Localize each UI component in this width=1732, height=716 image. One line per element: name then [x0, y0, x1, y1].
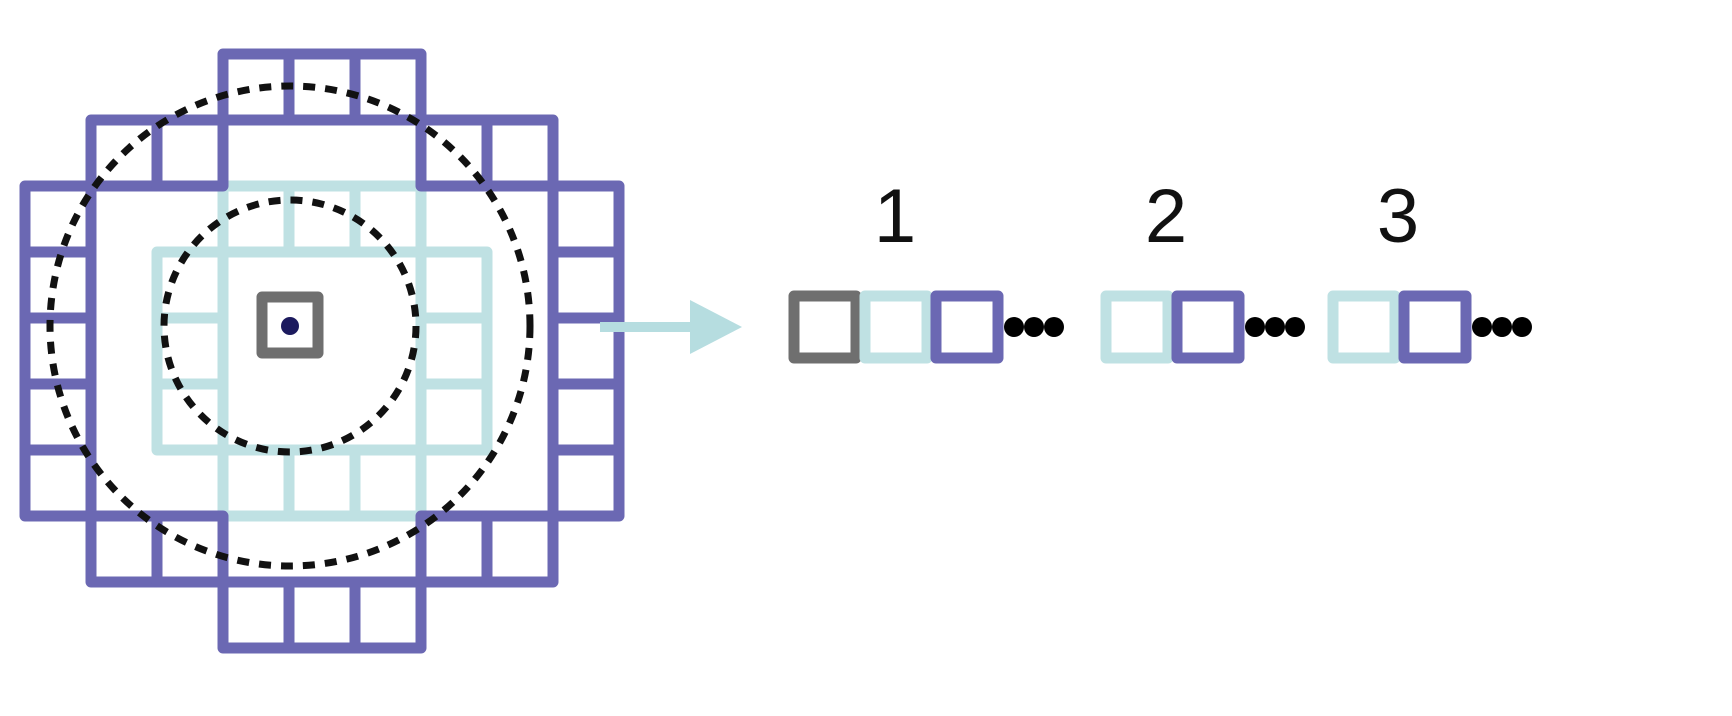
inner-ring-pixel: [415, 312, 493, 390]
inner-ring-pixel: [151, 246, 229, 324]
outer-ring-pixel: [481, 510, 559, 588]
inner-ring-pixel: [283, 180, 361, 258]
arrow-head: [690, 300, 742, 354]
inner-ring-cell: [1100, 290, 1174, 364]
inner-ring-pixel: [349, 444, 427, 522]
ellipsis-dot: [1004, 317, 1024, 337]
outer-ring-pixel: [217, 48, 295, 126]
ellipsis-dot: [1044, 317, 1064, 337]
inner-ring-pixel: [151, 378, 229, 456]
ellipsis-dot: [1265, 317, 1285, 337]
outer-ring-cell: [1398, 290, 1472, 364]
ellipsis-dot: [1472, 317, 1492, 337]
inner-ring-cell: [1327, 290, 1401, 364]
inner-ring-pixel: [415, 246, 493, 324]
inner-ring-pixel: [217, 444, 295, 522]
pixel-grid: [19, 48, 625, 654]
outer-ring-cell: [930, 290, 1004, 364]
outer-ring-pixel: [415, 510, 493, 588]
outer-ring-pixel: [283, 48, 361, 126]
group-label: 2: [1145, 174, 1187, 259]
outer-ring-pixel: [547, 378, 625, 456]
inner-ring-pixel: [415, 378, 493, 456]
outer-ring-pixel: [547, 180, 625, 258]
inner-ring-pixel: [283, 444, 361, 522]
inner-dashed-circle: [160, 196, 420, 456]
outer-ring-pixel: [481, 114, 559, 192]
outer-ring-pixel: [19, 180, 97, 258]
outer-ring-pixel: [151, 510, 229, 588]
ellipsis-dot: [1492, 317, 1512, 337]
group-label: 3: [1377, 174, 1419, 259]
outer-ring-pixel: [547, 246, 625, 324]
arrow-shaft: [600, 322, 692, 332]
arrow: [600, 300, 742, 354]
inner-ring-pixel: [217, 180, 295, 258]
outer-ring-pixel: [151, 114, 229, 192]
inner-ring-pixel: [349, 180, 427, 258]
outer-ring-pixel: [349, 48, 427, 126]
outer-dashed-circle: [46, 82, 534, 570]
group-label: 1: [874, 174, 916, 259]
ellipsis-dot: [1245, 317, 1265, 337]
ellipsis-dot: [1512, 317, 1532, 337]
inner-ring-pixel: [151, 312, 229, 390]
outer-ring-cell: [1171, 290, 1245, 364]
inner-ring-cell: [859, 290, 933, 364]
dashed-circles: [46, 82, 534, 570]
ellipsis-dot: [1024, 317, 1044, 337]
center-pixel: [256, 291, 324, 359]
outer-ring-pixel: [349, 576, 427, 654]
outer-ring-pixel: [217, 576, 295, 654]
pixel-sequence: 1 2 3: [788, 174, 1532, 364]
center-point: [281, 317, 299, 335]
outer-ring-pixel: [283, 576, 361, 654]
ellipsis-dot: [1285, 317, 1305, 337]
center-cell: [788, 290, 862, 364]
outer-ring-pixel: [85, 510, 163, 588]
outer-ring-pixel: [547, 444, 625, 522]
outer-ring-pixel: [19, 444, 97, 522]
